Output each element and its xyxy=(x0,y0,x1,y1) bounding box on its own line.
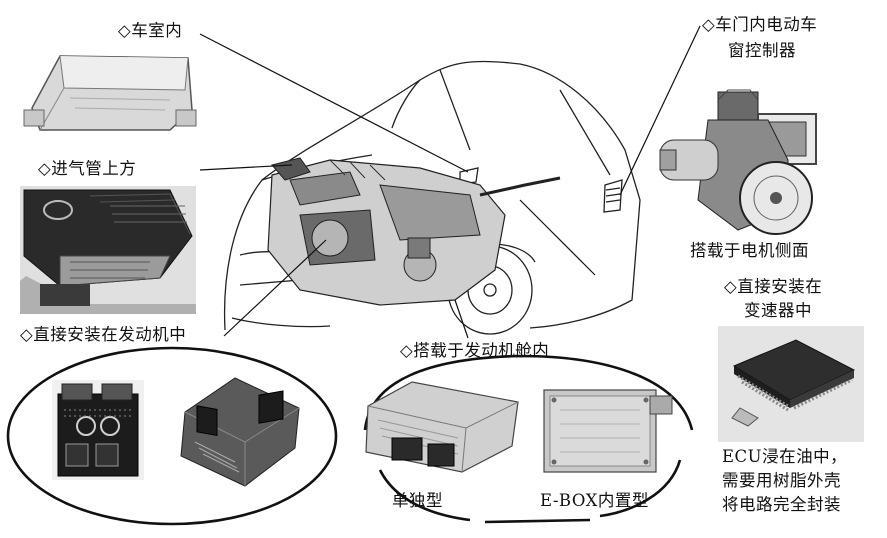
label-car-interior: ◇车室内 xyxy=(118,21,183,40)
engine-ecu-photo-right xyxy=(180,377,300,487)
engine-direct-ellipse xyxy=(6,346,338,526)
label-door-line2: 窗控制器 xyxy=(728,41,796,60)
label-trans-line2: 变速器中 xyxy=(744,301,812,320)
label-oil-line1: ECU浸在油中， xyxy=(722,447,848,466)
label-oil-line3: 将电路完全封装 xyxy=(722,495,841,514)
intake-ecu-photo xyxy=(20,186,196,314)
label-oil-line2: 需要用树脂外壳 xyxy=(722,471,841,490)
engine-bay-ellipse-right xyxy=(599,459,682,518)
leader-engine-direct xyxy=(223,239,327,337)
label-trans-line1: ◇直接安装在 xyxy=(724,277,823,296)
engine-bay-ellipse-top xyxy=(363,354,694,431)
label-engine-direct: ◇直接安装在发动机中 xyxy=(20,325,187,344)
leader-transmission xyxy=(519,199,596,276)
engine-bay-ellipse-left xyxy=(378,469,471,522)
label-standalone: 单独型 xyxy=(392,491,443,510)
leader-engine-bay xyxy=(454,299,469,339)
leader-door xyxy=(619,25,701,196)
label-engine-bay: ◇搭载于发动机舱内 xyxy=(400,341,550,360)
leader-car-interior xyxy=(199,33,469,173)
leader-intake xyxy=(199,164,293,171)
label-motor-side: 搭载于电机侧面 xyxy=(690,241,809,260)
engine-ecu-photo-left xyxy=(52,380,144,480)
engine-bay-ellipse-bottom xyxy=(484,518,591,524)
leader-lines xyxy=(199,25,701,339)
label-intake-top: ◇进气管上方 xyxy=(38,159,137,178)
standalone-ecu-photo xyxy=(365,381,519,473)
label-door-line1: ◇车门内电动车 xyxy=(702,15,818,34)
engine-illustration xyxy=(267,157,561,306)
ebox-ecu-photo xyxy=(543,389,673,473)
transmission-ecu-photo xyxy=(718,326,864,442)
interior-ecu-photo xyxy=(23,55,197,131)
window-controller-photo xyxy=(659,89,817,235)
label-ebox: E-BOX内置型 xyxy=(540,491,649,510)
